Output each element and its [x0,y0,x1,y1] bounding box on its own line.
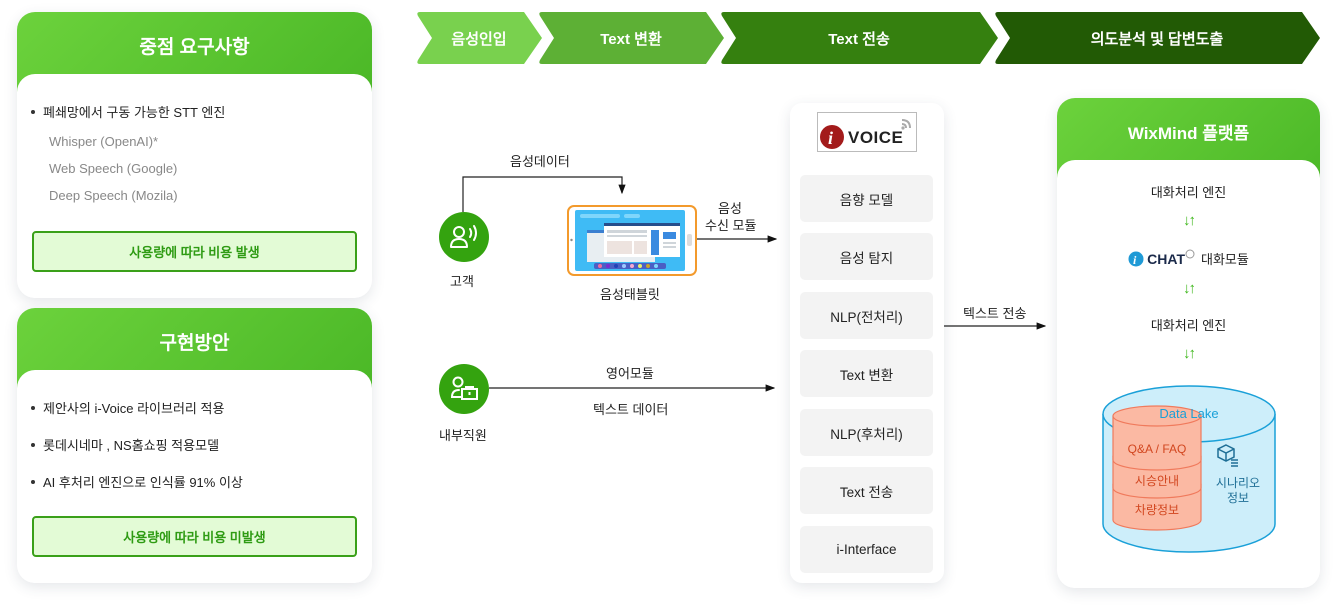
staff-label: 내부직원 [439,428,487,443]
engine-item: Web Speech (Google) [49,161,178,176]
dialog-engine-top: 대화처리 엔진 [1150,185,1227,200]
process-step-label: Text 변환 [600,30,662,48]
ivoice-module: 음성 탐지 [800,233,933,280]
requirements-body: 폐쇄망에서 구동 가능한 STT 엔진 Whisper (OpenAI)* We… [17,74,372,298]
chevron-shape [721,12,998,64]
voice-data-connector [462,176,626,212]
ivoice-panel: i VOICE 음향 모델 음성 탐지 NLP(전처리) Text 변환 NLP… [790,103,944,583]
customer-label: 고객 [450,274,474,289]
text-send-label: 텍스트 전송 [963,306,1027,321]
staff-icon [439,364,489,414]
bullet-dot [31,109,35,114]
engine-item: Whisper (OpenAI)* [49,134,159,149]
process-step-text-convert: Text 변환 [538,12,724,64]
implementation-card: 구현방안 제안사의 i-Voice 라이브러리 적용 롯데시네마 , NS홈쇼핑… [17,308,372,583]
process-step-label: 의도분석 및 답변도출 [1090,30,1224,48]
process-step-label: 음성인입 [451,30,507,48]
voice-data-label: 음성데이터 [510,154,570,169]
implementation-bullet: 제안사의 i-Voice 라이브러리 적용 [30,398,224,417]
bidirectional-arrow-icon: ↓↑ [1183,212,1196,229]
dialog-engine-bottom: 대화처리 엔진 [1150,318,1227,333]
bidirectional-arrow-icon: ↓↑ [1183,280,1196,297]
ivoice-module: Text 변환 [800,350,933,397]
ivoice-module: i-Interface [800,526,933,573]
scenario-label-line2: 정보 [1226,491,1250,505]
wixmind-body: 대화처리 엔진 ↓↑ i CHAT 대화모듈 ↓↑ 대화처리 엔진 ↓↑ [1057,160,1320,588]
requirements-card: 중점 요구사항 폐쇄망에서 구동 가능한 STT 엔진 Whisper (Ope… [17,12,372,298]
cost-note-box: 사용량에 따라 비용 미발생 [32,516,357,557]
ichat-logo: i CHAT [1128,249,1195,267]
receive-module-label-line2: 수신 모듈 [705,218,757,233]
process-step-intent-analysis: 의도분석 및 답변도출 [994,12,1320,64]
tablet-icon [567,205,697,276]
scenario-label-line1: 시나리오 [1215,476,1261,490]
chevron-shape [539,12,724,64]
ichat-module-row: i CHAT 대화모듈 [1057,249,1320,268]
english-module-label: 영어모듈 [606,366,654,381]
data-lake-cylinder [1102,385,1276,553]
chat-module-label: 대화모듈 [1201,252,1249,267]
ichat-logo-text: CHAT [1147,250,1185,267]
data-lake-stack-item: 차량정보 [1134,503,1180,517]
ivoice-logo-text: VOICE [848,128,904,147]
implementation-bullet-text: 롯데시네마 , NS홈쇼핑 적용모델 [43,438,220,453]
chat-bubble-icon [1185,249,1195,258]
data-lake-stack-item: Q&A / FAQ [1127,442,1187,456]
implementation-body: 제안사의 i-Voice 라이브러리 적용 롯데시네마 , NS홈쇼핑 적용모델… [17,370,372,583]
process-step-voice-input: 음성인입 [416,12,542,64]
svg-text:i: i [828,128,833,148]
ivoice-module: 음향 모델 [800,175,933,222]
bidirectional-arrow-icon: ↓↑ [1183,345,1196,362]
requirements-bullet: 폐쇄망에서 구동 가능한 STT 엔진 [30,102,225,121]
implementation-bullet-text: 제안사의 i-Voice 라이브러리 적용 [43,401,225,416]
data-lake-title: Data Lake [1159,406,1219,421]
process-step-label: Text 전송 [828,30,890,48]
ivoice-module: NLP(후처리) [800,409,933,456]
cube-list-icon [1217,444,1238,467]
ivoice-logo-mark: i [820,119,911,149]
voice-tablet-image [567,205,697,276]
svg-text:i: i [1133,253,1137,267]
bullet-dot [31,405,35,410]
requirements-bullet-text: 폐쇄망에서 구동 가능한 STT 엔진 [43,105,226,120]
wixmind-panel: WixMind 플랫폼 대화처리 엔진 ↓↑ i CHAT 대화모듈 ↓↑ 대화… [1057,98,1320,588]
ichat-logo-mark: i [1128,251,1144,267]
ivoice-module: NLP(전처리) [800,292,933,339]
implementation-bullet: 롯데시네마 , NS홈쇼핑 적용모델 [30,435,219,454]
data-lake: Data Lake Q&A / FAQ 시승안내 차량정보 시나리오 정보 [1101,384,1277,554]
customer-voice-icon [439,212,489,262]
receive-module-label-line1: 음성 [718,201,742,216]
chevron-shape [417,12,542,64]
user-briefcase-icon [450,376,478,400]
bullet-dot [31,442,35,447]
process-step-text-send: Text 전송 [720,12,998,64]
ivoice-module: Text 전송 [800,467,933,514]
engine-item: Deep Speech (Mozila) [49,188,178,203]
implementation-bullet: AI 후처리 엔진으로 인식률 91% 이상 [30,472,243,491]
ivoice-logo: i VOICE [817,112,917,152]
tablet-label: 음성태블릿 [600,287,660,302]
user-speaking-icon [450,225,477,248]
chevron-shape [995,12,1320,64]
implementation-bullet-text: AI 후처리 엔진으로 인식률 91% 이상 [43,475,243,490]
cost-note-box: 사용량에 따라 비용 발생 [32,231,357,272]
text-data-label: 텍스트 데이터 [593,402,669,417]
bullet-dot [31,479,35,484]
data-lake-stack-item: 시승안내 [1134,474,1180,488]
